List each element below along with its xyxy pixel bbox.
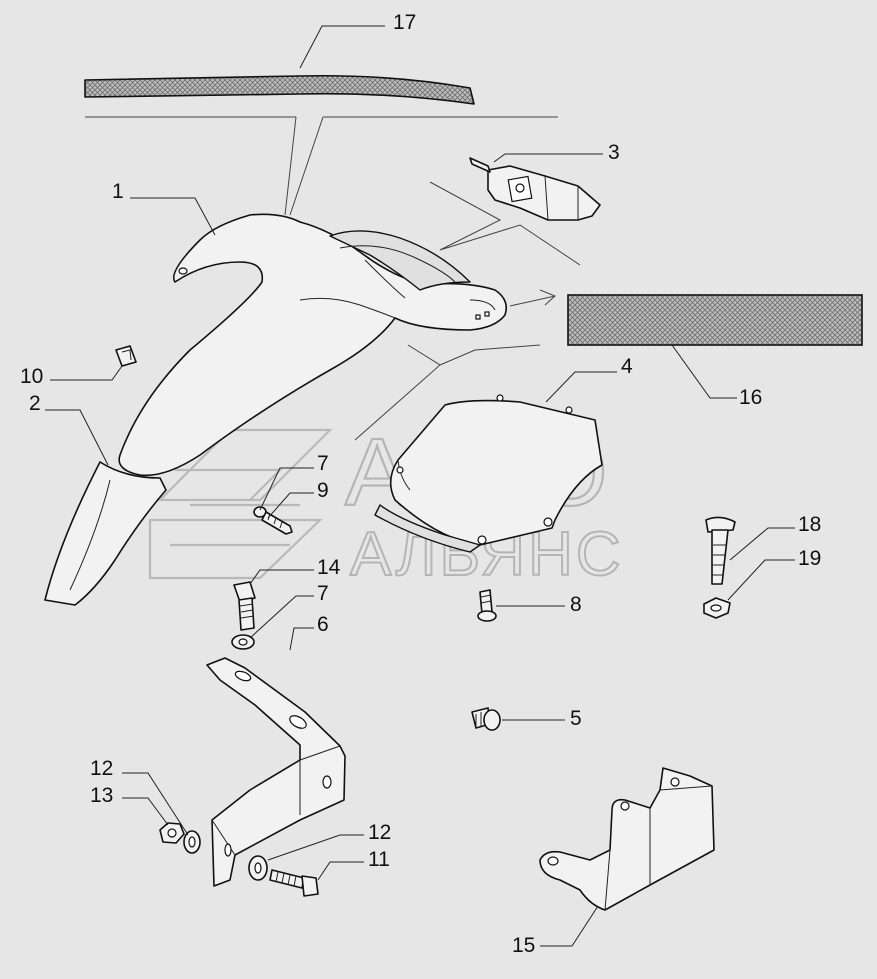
callout-1: 1 (112, 180, 124, 203)
callout-7b: 7 (317, 582, 329, 605)
leader-lines (45, 25, 795, 947)
callout-18: 18 (798, 513, 821, 536)
part-17-seal-strip (84, 74, 558, 216)
callout-19: 19 (798, 547, 821, 570)
callout-12a: 12 (90, 757, 113, 780)
callout-labels: 17 3 1 16 10 2 4 7 9 14 7 6 8 18 19 5 12… (20, 11, 821, 957)
callout-7a: 7 (317, 452, 329, 475)
callout-5: 5 (570, 707, 582, 730)
part-12-washer-left (183, 830, 201, 854)
part-8-screw (477, 589, 497, 622)
callout-13: 13 (90, 784, 113, 807)
callout-9: 9 (317, 479, 329, 502)
part-2-mudflap (44, 461, 167, 606)
part-15-bracket (539, 767, 715, 911)
part-11-bolt (269, 869, 319, 897)
callout-8: 8 (570, 593, 582, 616)
callout-2: 2 (29, 392, 41, 415)
part-10-clip (115, 345, 137, 367)
callout-10: 10 (20, 365, 43, 388)
callout-3: 3 (608, 141, 620, 164)
part-9-screw (253, 506, 293, 535)
part-13-nut (159, 822, 185, 844)
part-14-bolt (233, 581, 256, 631)
callout-6: 6 (317, 613, 329, 636)
callout-11: 11 (368, 848, 390, 871)
callout-16: 16 (739, 386, 762, 409)
part-12-washer-right (248, 855, 268, 881)
callout-17: 17 (393, 11, 416, 34)
part-5-plug (471, 707, 501, 731)
part-7-washer (231, 634, 255, 650)
part-1-fender (118, 181, 581, 477)
part-16-pad (567, 294, 863, 346)
part-6-bracket (206, 657, 346, 887)
callout-12b: 12 (368, 821, 391, 844)
callout-4: 4 (621, 355, 633, 378)
part-4-shield (374, 394, 603, 553)
part-19-nut (703, 597, 731, 619)
part-3-bracket (469, 157, 601, 221)
callout-14: 14 (317, 556, 341, 579)
part-18-bolt (705, 516, 736, 585)
callout-15: 15 (512, 934, 535, 957)
